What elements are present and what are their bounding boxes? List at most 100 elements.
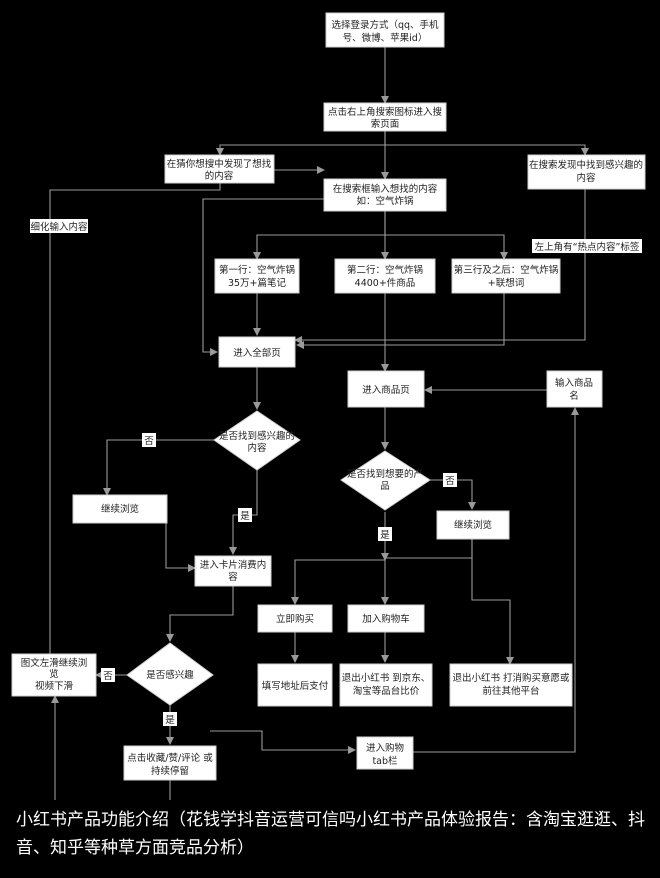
node-swipe-continue[interactable]: 图文左滑继续浏 览 视频下滑 <box>11 653 97 697</box>
node-is-interested-label: 是否感兴趣 <box>146 669 194 681</box>
edges <box>45 47 589 800</box>
edge-row3-to-enter-all <box>296 293 505 349</box>
edge-search-box-to-row3 <box>385 234 508 260</box>
node-found-product-line2: 品 <box>380 481 390 492</box>
node-found-interest-decision[interactable]: 是否找到感兴趣的 内容 <box>213 410 301 471</box>
node-continue-browse-right[interactable]: 继续浏览 <box>436 510 510 540</box>
node-compare-price-line2: 淘宝等品台比价 <box>353 685 420 697</box>
node-compare-price[interactable]: 退出小红书 到京东、 淘宝等品台比价 <box>339 663 433 707</box>
node-hot-find-line1: 在搜索发现中找到感兴趣的 <box>529 159 643 171</box>
label-no-found-product: 否 <box>443 473 457 487</box>
edge-guess-refine-to-swipe <box>45 183 221 662</box>
node-search-box[interactable]: 在搜索框输入想找的内容 如：空气炸锅 <box>323 178 447 212</box>
svg-text:是: 是 <box>380 530 390 541</box>
edge-cart-tab-to-input-goods <box>413 407 579 753</box>
node-add-cart-label: 加入购物车 <box>362 613 410 625</box>
node-guess-search[interactable]: 在猜你想搜中发现了想找 的内容 <box>164 154 275 184</box>
node-guess-search-line1: 在猜你想搜中发现了想找 <box>167 158 272 170</box>
node-leave-other[interactable]: 退出小红书 打消购买意愿或 前往其他平台 <box>449 663 573 707</box>
node-row3-line2: +联想词 <box>488 277 524 289</box>
edge-card-to-is-interested <box>166 585 234 642</box>
node-card-content[interactable]: 进入卡片消费内 容 <box>194 555 272 587</box>
node-found-product-line1: 是否找到想要的产 <box>347 468 423 480</box>
node-login-method[interactable]: 选择登录方式（qq、手机 号、微博、苹果id） <box>325 12 445 48</box>
edge-search-box-to-row1 <box>253 211 386 260</box>
node-card-content-line2: 容 <box>228 571 238 583</box>
node-continue-browse-right-label: 继续浏览 <box>454 519 492 531</box>
node-input-goods-name[interactable]: 输入商品 名 <box>546 370 603 408</box>
label-yes-found-product: 是 <box>378 527 392 541</box>
node-found-interest-line2: 内容 <box>247 442 267 454</box>
node-fill-address[interactable]: 填写地址后支付 <box>257 663 333 707</box>
svg-text:否: 否 <box>103 671 113 682</box>
flowchart: 选择登录方式（qq、手机 号、微博、苹果id） 点击右上角搜索图标进入搜 索页面… <box>11 12 646 800</box>
node-login-method-line1: 选择登录方式（qq、手机 <box>331 19 439 31</box>
label-no-found-interest: 否 <box>142 433 156 447</box>
node-login-method-line2: 号、微博、苹果id） <box>343 32 428 44</box>
node-swipe-line2: 览 <box>49 668 59 680</box>
edge-labels: 细化输入内容 左上角有“热点内容”标签 否 是 否 是 否 是 <box>30 219 642 726</box>
edge-search-box-left-to-enter-all <box>202 198 324 356</box>
image-caption: 小红书产品功能介绍（花钱学抖音运营可信吗小红书产品体验报告：含淘宝逛逛、抖音、知… <box>16 810 645 858</box>
node-collect-line1: 点击收藏/赞/评论 或 <box>127 752 213 764</box>
node-leave-other-line2: 前往其他平台 <box>482 685 539 697</box>
node-continue-browse-left-label: 继续浏览 <box>101 503 139 515</box>
node-row2-line2: 4400+件商品 <box>355 277 416 289</box>
node-found-product-decision[interactable]: 是否找到想要的产 品 <box>340 450 431 511</box>
node-row1-line2: 35万+篇笔记 <box>228 277 287 289</box>
node-search-box-line2: 如：空气炸锅 <box>356 195 413 207</box>
node-add-cart[interactable]: 加入购物车 <box>347 604 425 633</box>
node-cart-tab-line2: tab栏 <box>372 755 398 767</box>
node-found-interest-line1: 是否找到感兴趣的 <box>219 430 295 442</box>
node-buy-now-label: 立即购买 <box>276 613 314 625</box>
label-yes-found-interest: 是 <box>238 508 252 522</box>
node-collect-line2: 持续停留 <box>151 765 189 777</box>
node-enter-all-label: 进入全部页 <box>233 347 281 359</box>
node-cart-tab[interactable]: 进入购物 tab栏 <box>356 736 414 770</box>
node-enter-all[interactable]: 进入全部页 <box>218 336 296 368</box>
node-row3[interactable]: 第三行及之后：空气炸锅 +联想词 <box>451 258 561 294</box>
edge-continue-right-to-leave <box>471 539 514 665</box>
edge-collect-to-cart-tab <box>210 730 356 754</box>
edge-search-icon-to-hot-find <box>385 144 589 156</box>
node-cart-tab-line1: 进入购物 <box>366 742 405 754</box>
svg-text:否: 否 <box>445 476 455 487</box>
label-yes-is-interested: 是 <box>163 712 177 726</box>
node-row1[interactable]: 第一行：空气炸锅 35万+篇笔记 <box>214 258 300 294</box>
node-collect[interactable]: 点击收藏/赞/评论 或 持续停留 <box>123 745 217 781</box>
edge-found-interest-no <box>103 439 214 496</box>
edge-found-product-yes <box>291 512 386 605</box>
node-search-box-line1: 在搜索框输入想找的内容 <box>333 183 438 195</box>
node-search-icon-line1: 点击右上角搜索图标进入搜 <box>328 106 443 118</box>
svg-text:左上角有“热点内容”标签: 左上角有“热点内容”标签 <box>535 241 640 253</box>
node-is-interested-decision[interactable]: 是否感兴趣 <box>126 642 214 706</box>
node-search-icon-line2: 索页面 <box>371 118 400 130</box>
node-enter-goods-label: 进入商品页 <box>362 384 410 396</box>
node-row1-line1: 第一行：空气炸锅 <box>219 264 295 276</box>
label-hot-tag: 左上角有“热点内容”标签 <box>532 239 642 253</box>
node-hot-find[interactable]: 在搜索发现中找到感兴趣的 内容 <box>527 154 646 190</box>
node-row2-line1: 第二行：空气炸锅 <box>347 264 423 276</box>
node-input-goods-name-line2: 名 <box>569 390 579 402</box>
node-swipe-line3: 视频下滑 <box>35 680 74 692</box>
node-fill-address-label: 填写地址后支付 <box>262 680 329 692</box>
svg-text:是: 是 <box>240 511 250 522</box>
label-refine-input: 细化输入内容 <box>30 219 88 233</box>
node-row3-line1: 第三行及之后：空气炸锅 <box>454 264 559 276</box>
node-hot-find-line2: 内容 <box>576 172 596 184</box>
nodes: 选择登录方式（qq、手机 号、微博、苹果id） 点击右上角搜索图标进入搜 索页面… <box>11 12 646 781</box>
node-search-icon[interactable]: 点击右上角搜索图标进入搜 索页面 <box>323 102 447 132</box>
node-input-goods-name-line1: 输入商品 <box>555 377 593 389</box>
node-guess-search-line2: 的内容 <box>205 170 234 182</box>
node-card-content-line1: 进入卡片消费内 <box>200 559 267 571</box>
edge-continue-left-to-card <box>165 511 196 572</box>
label-no-is-interested: 否 <box>101 668 115 682</box>
node-enter-goods[interactable]: 进入商品页 <box>347 370 425 408</box>
svg-text:否: 否 <box>144 436 154 447</box>
node-buy-now[interactable]: 立即购买 <box>257 604 333 633</box>
node-row2[interactable]: 第二行：空气炸锅 4400+件商品 <box>334 258 436 294</box>
node-leave-other-line1: 退出小红书 打消购买意愿或 <box>452 672 570 684</box>
node-continue-browse-left[interactable]: 继续浏览 <box>72 494 168 524</box>
edge-search-icon-to-guess <box>216 131 386 156</box>
